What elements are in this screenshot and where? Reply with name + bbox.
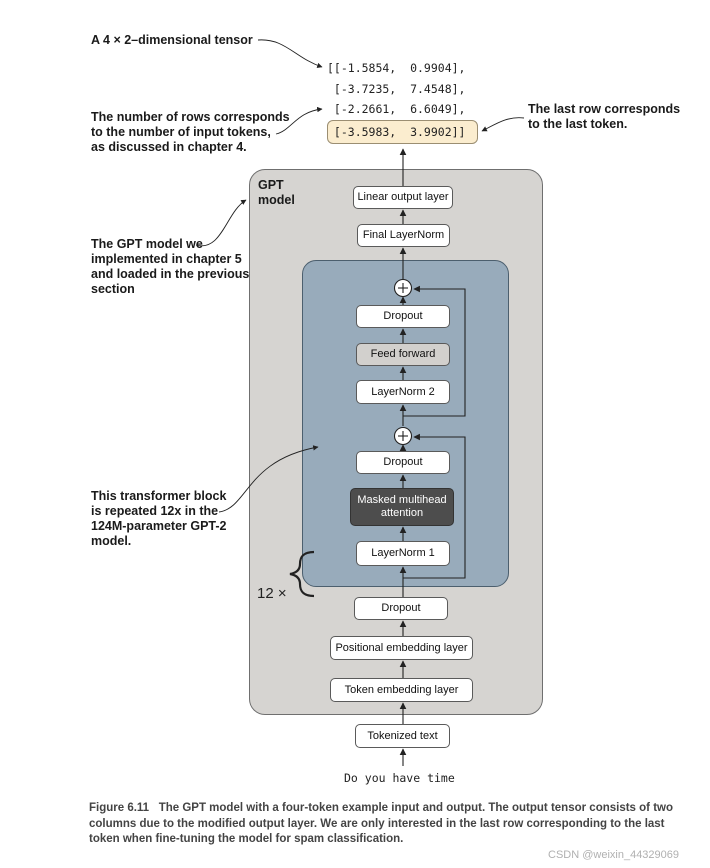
figure-caption: Figure 6.11 The GPT model with a four-to… — [89, 801, 679, 848]
dropout-top: Dropout — [356, 305, 450, 328]
transformer-annotation: This transformer block is repeated 12x i… — [91, 489, 227, 548]
rows-annotation: The number of rows corresponds to the nu… — [91, 110, 290, 154]
linear-output-layer: Linear output layer — [353, 186, 453, 209]
tensor-row-2: [-3.7235, 7.4548], — [327, 82, 466, 96]
last-row-highlight — [327, 120, 478, 144]
figure-number: Figure 6.11 — [89, 802, 150, 814]
tokenized-text: Tokenized text — [355, 724, 450, 748]
last-row-annotation: The last row corresponds to the last tok… — [528, 102, 681, 131]
watermark: CSDN @weixin_44329069 — [548, 849, 680, 861]
tensor-row-3: [-2.2661, 6.6049], — [327, 102, 466, 116]
tensor-row-4: [-3.5983, 3.9902]] — [327, 125, 466, 139]
last-row-annotation-curve — [481, 117, 525, 132]
tensor-row-1: [[-1.5854, 0.9904], — [327, 61, 466, 75]
caption-text: The GPT model with a four-token example … — [89, 802, 673, 845]
tensor-annotation: A 4 × 2–dimensional tensor — [91, 33, 253, 47]
layernorm-2: LayerNorm 2 — [356, 380, 450, 404]
token-embedding-layer: Token embedding layer — [330, 678, 473, 702]
input-text: Do you have time — [344, 771, 455, 785]
dropout-middle: Dropout — [356, 451, 450, 474]
tensor-annotation-curve — [257, 39, 323, 69]
final-layernorm: Final LayerNorm — [357, 224, 450, 247]
repeat-label: 12 × — [257, 585, 287, 602]
masked-multihead-attention: Masked multihead attention — [350, 488, 454, 526]
feed-forward: Feed forward — [356, 343, 450, 366]
layernorm-1: LayerNorm 1 — [356, 541, 450, 566]
gpt-model-annotation: The GPT model we implemented in chapter … — [91, 237, 250, 296]
gpt-model-title: GPT model — [258, 178, 295, 207]
positional-embedding-layer: Positional embedding layer — [330, 636, 473, 660]
dropout-bottom: Dropout — [354, 597, 448, 620]
